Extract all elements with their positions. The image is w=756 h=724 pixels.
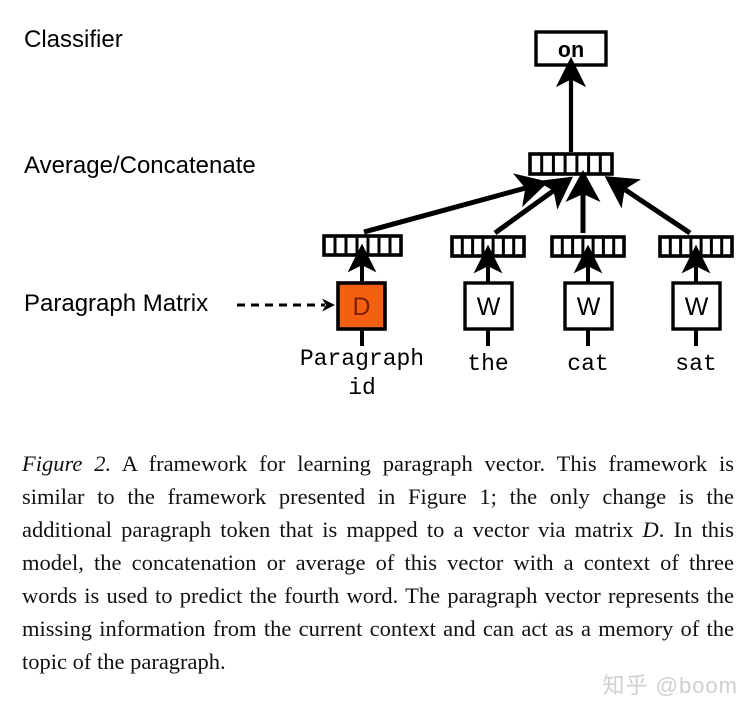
matrix-box-label-D: D — [352, 293, 370, 321]
caption-variable-D: D — [642, 517, 659, 542]
matrix-box-label-W1: W — [477, 293, 501, 321]
row-label-classifier: Classifier — [24, 26, 123, 53]
row-label-paragraph-matrix: Paragraph Matrix — [24, 290, 209, 317]
matrix-box-label-W3: W — [685, 293, 709, 321]
caption-text-part-1: A framework for learning paragraph vecto… — [22, 451, 734, 542]
word-vector-cells-1 — [450, 235, 526, 258]
concat-vector — [528, 152, 614, 176]
paragraph-vector-cells — [322, 234, 403, 257]
row-label-average-concatenate: Average/Concatenate — [24, 152, 256, 179]
word-matrix-box-W2: W — [563, 281, 614, 331]
token-label-sat: sat — [675, 351, 717, 377]
output-word-label: on — [557, 39, 585, 64]
paragraph-vector-diagram-svg: D W W W — [237, 30, 734, 346]
word-vector-cells-3 — [658, 235, 734, 258]
figure-diagram: D W W W Classifier Average/Concatenate P… — [24, 26, 734, 401]
caption-text-part-2: . In this model, the concatenation or av… — [22, 517, 734, 674]
word-matrix-box-W1: W — [463, 281, 514, 331]
figure-caption: Figure 2. A framework for learning parag… — [22, 447, 734, 678]
token-label-the: the — [467, 351, 509, 377]
word-vector-cells-2 — [550, 235, 626, 258]
arrow-paragraph-vector-to-concat — [363, 173, 549, 235]
word-matrix-box-W3: W — [671, 281, 722, 331]
matrix-box-label-W2: W — [577, 293, 601, 321]
token-label-paragraph-id: Paragraph id — [299, 346, 425, 401]
arrow-word3-vector-to-concat — [604, 176, 692, 236]
paragraph-matrix-box-D: D — [336, 281, 387, 331]
token-label-cat: cat — [567, 351, 609, 377]
arrow-word1-vector-to-concat — [493, 176, 573, 236]
caption-figure-number: Figure 2. — [22, 451, 112, 476]
dashed-arrow-paragraph-matrix — [237, 298, 335, 312]
